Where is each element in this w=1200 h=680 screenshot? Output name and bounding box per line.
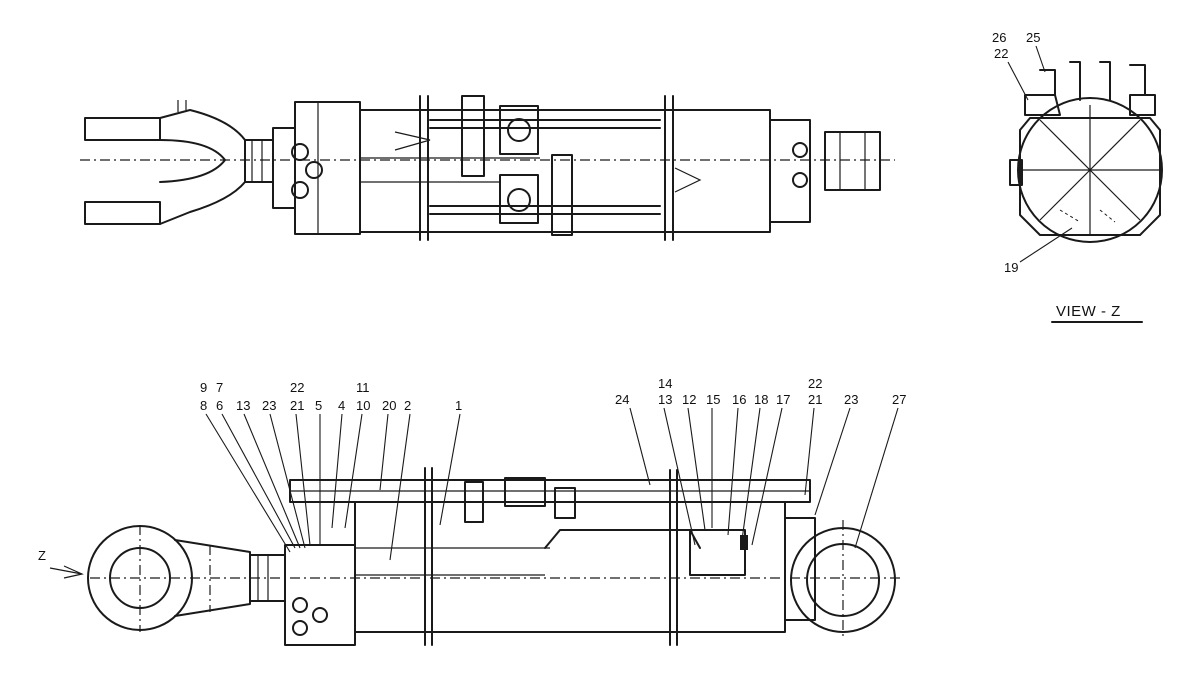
view-z-end-circle [1017,97,1163,243]
top-clevis-slot [159,139,226,183]
section-callout-13a: 13 [236,398,250,413]
section-cylinder-tube [354,501,786,633]
view-z-callout-22: 22 [994,46,1008,61]
view-z-callout-19: 19 [1004,260,1018,275]
top-rear-cap [769,119,811,223]
top-flange-bolt-3 [305,161,323,179]
section-callout-11: 11 [356,380,370,395]
section-callout-17: 17 [776,392,790,407]
section-view-cylinder: Z [38,376,906,646]
section-callout-14: 14 [658,376,672,391]
section-callout-10: 10 [356,398,370,413]
view-z-diagram: 26 25 22 19 VIEW - Z [992,30,1163,323]
top-port-block-1 [461,95,485,177]
section-pipe-clamp-3 [464,481,484,523]
top-port-block-4 [551,154,573,236]
top-flange-bolt-1 [291,143,309,161]
top-clevis-grease-fitting [177,100,187,112]
section-piston-edge [544,529,701,549]
view-z-port-left [1024,94,1061,116]
top-rod-neck [244,139,274,183]
view-z-port-right [1129,94,1156,116]
view-z-end-cap [1019,117,1161,236]
top-head-flange [294,101,361,235]
section-callout-20: 20 [382,398,396,413]
view-z-callout-26: 26 [992,30,1006,45]
section-callout-21a: 21 [290,398,304,413]
section-piston [689,529,746,576]
view-z-caption: VIEW - Z [1056,303,1121,320]
section-callout-24: 24 [615,392,629,407]
view-z-pipes [1039,61,1146,101]
section-callout-13b: 13 [658,392,672,407]
section-callout-18: 18 [754,392,768,407]
section-callout-1: 1 [455,398,462,413]
section-direction-marker: Z [38,548,46,563]
section-callout-21b: 21 [808,392,822,407]
section-pipe-clamp-1 [504,477,546,507]
section-callout-22b: 22 [808,376,822,391]
section-callout-16: 16 [732,392,746,407]
section-callout-9: 9 [200,380,207,395]
top-gland [272,127,296,209]
section-pipe-clamp-2 [554,487,576,519]
top-clevis-yoke [159,109,246,225]
section-callout-7: 7 [216,380,223,395]
section-callout-22a: 22 [290,380,304,395]
section-callout-23b: 23 [844,392,858,407]
section-callout-27: 27 [892,392,906,407]
section-callout-23a: 23 [262,398,276,413]
top-clevis-upper-prong [84,117,161,141]
top-flange-bolt-2 [291,181,309,199]
top-port-block-2 [499,105,539,155]
view-z-side-lug [1009,159,1023,186]
section-callout-6: 6 [216,398,223,413]
section-callout-8: 8 [200,398,207,413]
section-head [284,544,356,646]
section-piston-seal [740,535,748,550]
section-rear-cap [784,517,816,621]
section-callout-2: 2 [404,398,411,413]
top-section-break [394,131,431,151]
section-callout-4: 4 [338,398,345,413]
top-rear-boss [824,131,881,191]
section-callout-5: 5 [315,398,322,413]
top-port-block-3 [499,174,539,224]
top-clevis-lower-prong [84,201,161,225]
section-callout-15: 15 [706,392,720,407]
section-callout-12: 12 [682,392,696,407]
top-view-cylinder [80,95,895,241]
view-z-callout-25: 25 [1026,30,1040,45]
